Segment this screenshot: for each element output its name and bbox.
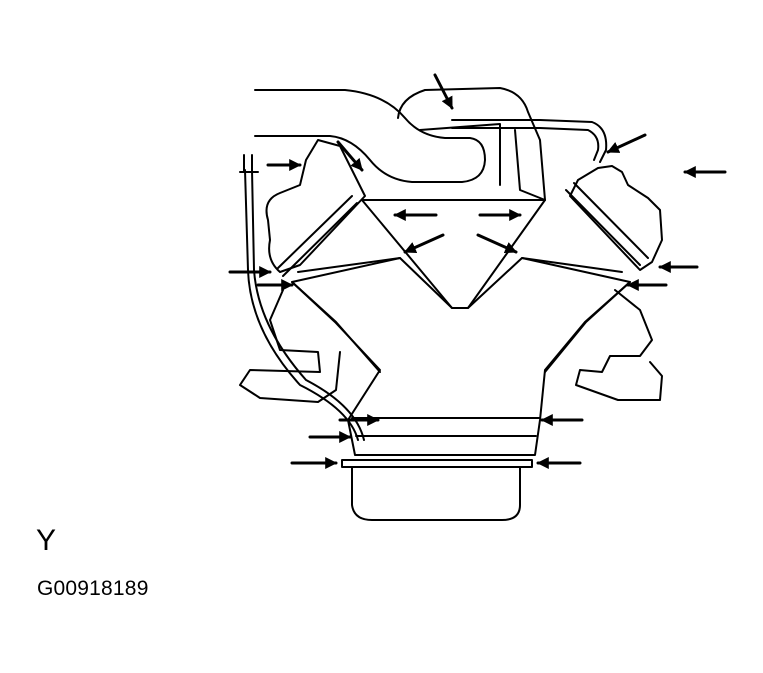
left-exhaust-manifold	[239, 289, 341, 403]
view-label: Y	[36, 524, 57, 557]
throttle-body-detail	[419, 123, 546, 201]
left-bank-deck	[291, 257, 401, 373]
right-exhaust-manifold	[575, 289, 663, 401]
arrow-pointer-icon	[403, 233, 445, 254]
oil-pan-gasket	[341, 459, 533, 468]
dipstick-tube-inner	[251, 169, 365, 441]
right-valve-cover-rail	[565, 182, 649, 266]
engine-outline	[239, 87, 663, 521]
arrow-pointer-icon	[476, 233, 518, 254]
left-valve-cover-rail	[277, 195, 358, 277]
right-bank-deck	[521, 257, 631, 373]
oil-pan	[351, 466, 521, 521]
arrow-pointer-icon	[433, 73, 454, 110]
valley-lines	[361, 199, 546, 309]
arrow-pointer-icon	[606, 133, 647, 154]
sealant-arrows	[228, 73, 727, 469]
engine-block	[291, 257, 631, 456]
dipstick-tube	[244, 169, 359, 441]
pcv-hose	[451, 119, 608, 163]
intake-pipe	[254, 89, 486, 183]
right-valve-cover	[569, 165, 663, 271]
dipstick-handle	[239, 154, 259, 173]
left-valve-cover	[265, 139, 366, 273]
figure-id: G00918189	[37, 577, 149, 600]
throttle-body	[361, 87, 546, 201]
lower-block	[351, 417, 541, 437]
arrow-pointer-icon	[336, 140, 364, 172]
